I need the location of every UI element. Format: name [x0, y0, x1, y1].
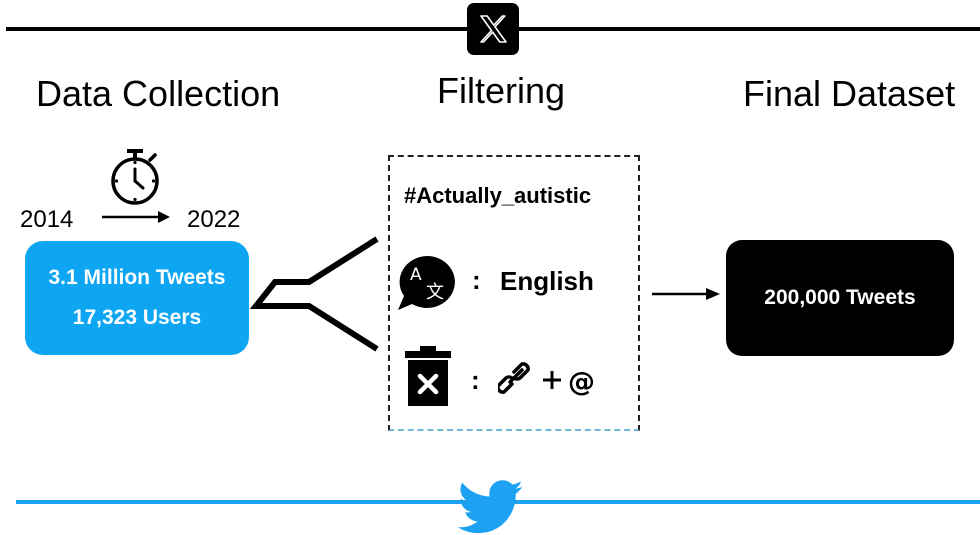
result-arrow	[652, 288, 720, 300]
tweet-count: 3.1 Million Tweets	[48, 266, 226, 289]
twitter-bird-icon	[458, 480, 523, 534]
trash-icon	[405, 346, 451, 406]
language-colon: :	[472, 265, 481, 295]
heading-filtering: Filtering	[437, 70, 566, 111]
language-label: English	[500, 266, 594, 296]
removal-colon: :	[471, 365, 480, 395]
timeline-start-year: 2014	[20, 206, 74, 233]
funnel-icon	[250, 236, 379, 352]
collection-box: 3.1 Million Tweets 17,323 Users	[25, 241, 249, 355]
x-logo-icon	[467, 3, 519, 55]
at-sign-icon: @	[568, 367, 595, 398]
timeline-end-year: 2022	[187, 206, 241, 233]
heading-data-collection: Data Collection	[36, 73, 281, 114]
link-icon	[498, 362, 530, 394]
stopwatch-icon	[111, 149, 159, 205]
svg-text:A: A	[410, 265, 422, 285]
svg-text:文: 文	[426, 282, 444, 303]
translate-icon: A 文	[398, 255, 455, 310]
plus-icon	[543, 371, 561, 389]
final-dataset-box: 200,000 Tweets	[726, 240, 954, 356]
user-count: 17,323 Users	[72, 306, 202, 329]
heading-final-dataset: Final Dataset	[743, 73, 956, 114]
filter-box	[388, 155, 640, 431]
link-plus-mention-icon: @	[498, 362, 595, 398]
timeline-arrow	[102, 211, 170, 223]
final-tweet-count: 200,000 Tweets	[764, 286, 916, 309]
hashtag-filter: #Actually_autistic	[404, 183, 592, 208]
